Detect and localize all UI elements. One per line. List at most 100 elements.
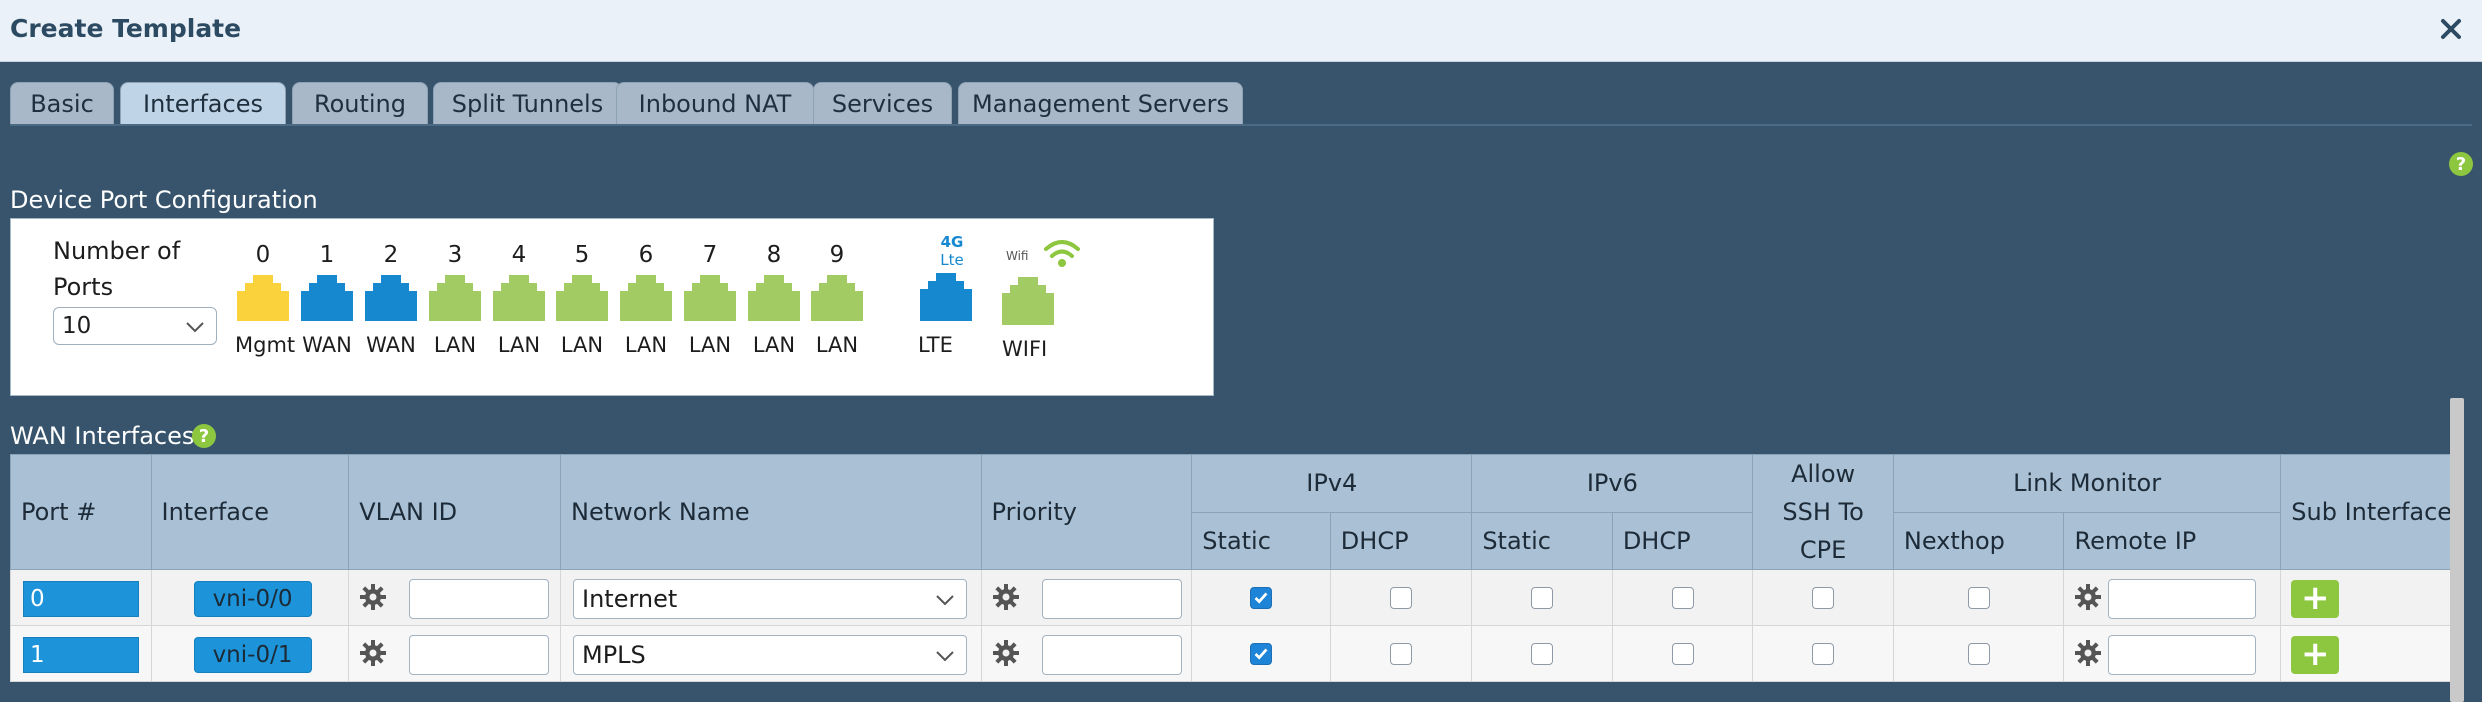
tab-routing[interactable]: Routing bbox=[292, 82, 428, 124]
gear-icon[interactable] bbox=[359, 639, 387, 667]
port-number: 0 bbox=[255, 242, 271, 268]
ipv4-dhcp-cell bbox=[1329, 569, 1473, 626]
wifi-port[interactable]: Wifi WIFI bbox=[996, 233, 1086, 361]
ipv4-static-checkbox[interactable] bbox=[1250, 642, 1273, 665]
ipv6-dhcp-cell bbox=[1611, 569, 1754, 626]
port-number: 5 bbox=[574, 242, 590, 268]
col-header-ipv4: IPv4 bbox=[1191, 454, 1473, 513]
port-number: 3 bbox=[447, 242, 463, 268]
network-name-cell: MPLS bbox=[560, 625, 982, 682]
help-icon[interactable]: ? bbox=[192, 424, 216, 448]
plus-icon: + bbox=[2301, 634, 2330, 674]
ipv6-dhcp-checkbox[interactable] bbox=[1671, 586, 1694, 609]
lte-badge-top: 4G bbox=[940, 233, 964, 251]
port-type-label: Mgmt bbox=[235, 333, 296, 357]
ipv4-static-cell bbox=[1191, 569, 1331, 626]
vertical-scrollbar[interactable] bbox=[2450, 398, 2464, 702]
gear-icon[interactable] bbox=[992, 583, 1020, 611]
allow-ssh-checkbox[interactable] bbox=[1812, 642, 1835, 665]
gear-icon[interactable] bbox=[359, 583, 387, 611]
priority-cell bbox=[980, 569, 1193, 626]
ethernet-port-icon bbox=[493, 275, 545, 321]
remote-ip-input[interactable] bbox=[2108, 635, 2257, 675]
ipv6-dhcp-checkbox[interactable] bbox=[1671, 642, 1694, 665]
ipv6-dhcp-cell bbox=[1611, 625, 1754, 682]
ipv4-dhcp-checkbox[interactable] bbox=[1390, 586, 1413, 609]
add-sub-interface-button[interactable]: + bbox=[2291, 634, 2340, 674]
col-header-ipv6-static: Static bbox=[1471, 511, 1613, 570]
interface-field[interactable]: vni-0/0 bbox=[193, 581, 312, 617]
vlan-id-input[interactable] bbox=[409, 579, 550, 619]
close-icon[interactable] bbox=[2434, 12, 2468, 46]
port-number: 7 bbox=[702, 242, 718, 268]
vlan-cell bbox=[348, 625, 561, 682]
allow-ssh-cell bbox=[1752, 569, 1894, 626]
remote-ip-cell bbox=[2063, 625, 2282, 682]
tab-management-servers[interactable]: Management Servers bbox=[958, 82, 1243, 124]
tab-underline bbox=[10, 124, 2472, 126]
priority-input[interactable] bbox=[1041, 635, 1182, 675]
col-header-ipv6: IPv6 bbox=[1471, 454, 1754, 513]
remote-ip-input[interactable] bbox=[2108, 579, 2257, 619]
ipv6-static-checkbox[interactable] bbox=[1531, 586, 1554, 609]
wifi-port-icon bbox=[1002, 277, 1054, 325]
port-type-label: WAN bbox=[366, 333, 416, 357]
sub-interfaces-cell: + bbox=[2280, 625, 2456, 682]
tab-inbound-nat[interactable]: Inbound NAT bbox=[616, 82, 814, 124]
tab-services[interactable]: Services bbox=[813, 82, 952, 124]
network-name-select[interactable]: Internet bbox=[573, 579, 967, 619]
ethernet-port-icon bbox=[365, 275, 417, 321]
ethernet-port-icon bbox=[811, 275, 863, 321]
port-cell: 0 bbox=[10, 569, 152, 626]
lte-port-label: LTE bbox=[918, 333, 953, 357]
tab-basic[interactable]: Basic bbox=[10, 82, 114, 124]
wan-interfaces-table: Port # Interface VLAN ID Network Name Pr… bbox=[10, 454, 2456, 682]
port-number: 9 bbox=[829, 242, 845, 268]
network-name-select[interactable]: MPLS bbox=[573, 635, 967, 675]
ipv6-static-checkbox[interactable] bbox=[1531, 642, 1554, 665]
help-icon[interactable]: ? bbox=[2449, 152, 2473, 176]
port-type-label: LAN bbox=[497, 333, 541, 357]
ipv4-dhcp-cell bbox=[1329, 625, 1473, 682]
number-of-ports-label: Number of Ports bbox=[53, 237, 181, 301]
ethernet-port-icon bbox=[620, 275, 672, 321]
col-header-ipv6-dhcp: DHCP bbox=[1611, 511, 1754, 570]
add-sub-interface-button[interactable]: + bbox=[2291, 580, 2340, 618]
priority-input[interactable] bbox=[1041, 579, 1182, 619]
title-bar: Create Template bbox=[0, 0, 2482, 62]
port-number-field[interactable]: 1 bbox=[23, 637, 139, 673]
nexthop-checkbox[interactable] bbox=[1967, 586, 1990, 609]
tab-interfaces[interactable]: Interfaces bbox=[120, 82, 286, 124]
vlan-id-input[interactable] bbox=[409, 635, 550, 675]
port-type-label: LAN bbox=[815, 333, 859, 357]
tab-split-tunnels[interactable]: Split Tunnels bbox=[433, 82, 622, 124]
lte-port[interactable]: 4G Lte LTE bbox=[908, 233, 978, 357]
port-number-field[interactable]: 0 bbox=[23, 581, 139, 617]
port-number: 8 bbox=[766, 242, 782, 268]
port-type-label: LAN bbox=[560, 333, 604, 357]
gear-icon[interactable] bbox=[2074, 639, 2102, 667]
chevron-down-icon bbox=[936, 651, 954, 662]
gear-icon[interactable] bbox=[992, 639, 1020, 667]
interface-field[interactable]: vni-0/1 bbox=[193, 637, 312, 673]
allow-ssh-checkbox[interactable] bbox=[1812, 586, 1835, 609]
ethernet-port-icon bbox=[237, 275, 289, 321]
ipv4-dhcp-checkbox[interactable] bbox=[1390, 642, 1413, 665]
nexthop-checkbox[interactable] bbox=[1967, 642, 1990, 665]
number-of-ports-select[interactable]: 10 bbox=[53, 307, 217, 345]
ipv4-static-checkbox[interactable] bbox=[1250, 586, 1273, 609]
gear-icon[interactable] bbox=[2074, 583, 2102, 611]
col-header-vlan-id: VLAN ID bbox=[348, 454, 561, 570]
col-header-sub-interfaces: Sub Interfaces bbox=[2280, 454, 2456, 570]
